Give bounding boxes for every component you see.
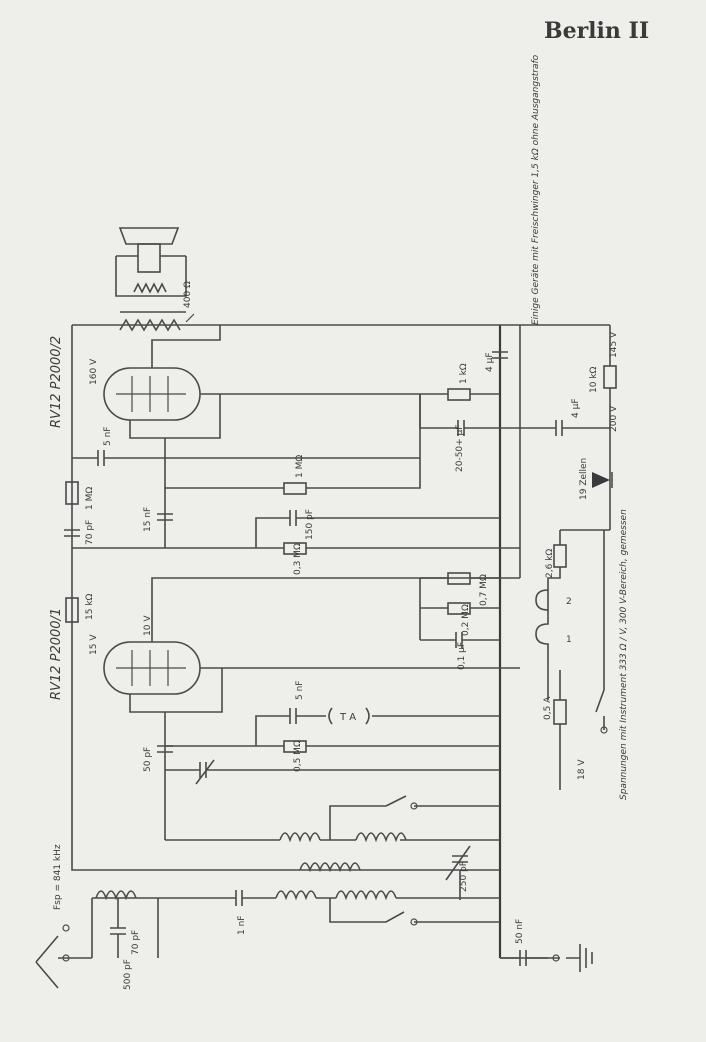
r-1m-mid (283, 482, 307, 495)
power-switch (595, 530, 605, 730)
c-50nf-label: 50 nF (515, 919, 525, 944)
r-15k-label: 15 kΩ (85, 593, 95, 620)
input-tube-label: RV12 P2000/1 (49, 608, 64, 700)
c-50nf (500, 950, 548, 966)
wave-switch (329, 898, 500, 923)
r-400-label: 400 Ω (183, 281, 193, 308)
heater-1 (535, 610, 549, 660)
antenna-coil (95, 890, 137, 901)
c-5nf-bot (255, 708, 326, 746)
r-1k (447, 388, 471, 401)
c-70pf-label: 70 pF (85, 520, 95, 545)
c-70pf (64, 529, 80, 537)
c-4uf-mid (500, 420, 610, 436)
c-150pf-label: 150 pF (305, 509, 315, 540)
antenna-coils (275, 890, 500, 901)
c-50pf-label: 50 pF (143, 747, 153, 772)
reaction-switch (329, 795, 500, 840)
v145-label: 145 V (609, 331, 619, 358)
c-01-label: 0,1 µF (457, 642, 467, 670)
r-1k-label: 1 kΩ (459, 363, 469, 384)
r-1m-top-label: 1 MΩ (85, 487, 95, 510)
r-03-label: 0,3 MΩ (293, 543, 303, 575)
heater-supply (559, 529, 610, 545)
ground-icon (552, 944, 593, 972)
variable-cap-250 (445, 845, 471, 900)
battery-icon (592, 470, 613, 530)
v15-label: 15 V (89, 634, 99, 655)
r-05-label: 0,5 MΩ (293, 740, 303, 772)
c-70pf-ant (110, 898, 126, 958)
some-sets-note: Einige Geräte mit Freischwinger 1,5 kΩ o… (531, 54, 541, 325)
output-tube-icon (103, 325, 420, 439)
c-500pf-label: 500 pF (123, 959, 133, 990)
fsp-label: Fsp = 841 kHz (53, 844, 63, 910)
trimmer-cap (165, 759, 500, 785)
measurement-note: Spannungen mit Instrument 333 Ω / V, 300… (619, 509, 629, 800)
antenna-frame (91, 897, 159, 958)
r-26k-label: 2,6 kΩ (545, 549, 555, 578)
pickup-jack-icon (328, 707, 500, 725)
r-07-label: 0,7 MΩ (479, 574, 489, 606)
switch-contact (600, 726, 608, 734)
c-5nf-top-label: 5 nF (103, 427, 113, 446)
c-1nf (158, 890, 276, 906)
left-lower-wire (71, 620, 500, 871)
r-1m-wire (306, 394, 421, 489)
r-1m-mid-label: 1 MΩ (295, 455, 305, 478)
r-10k (603, 365, 617, 389)
reaction-switch-contact (410, 802, 418, 810)
v200-label: 200 V (609, 405, 619, 432)
reaction-coil-b (355, 832, 407, 843)
input-tube-icon (103, 577, 520, 713)
c-15nf (157, 438, 173, 548)
wave-switch-contact (410, 918, 418, 926)
r-02 (447, 602, 471, 615)
tuning-coil (299, 862, 361, 873)
pickup-label: T A (339, 712, 356, 723)
r-1m-top (65, 481, 79, 505)
reaction-coil-a (279, 832, 321, 843)
fuse-label: 0,5 A (543, 696, 553, 720)
antenna-icon (35, 924, 92, 989)
c-150pf (255, 510, 500, 548)
page-title: Berlin II (544, 18, 650, 44)
c-1nf-label: 1 nF (237, 916, 247, 935)
heater-1-label: 1 (566, 635, 572, 645)
r-15k (65, 597, 79, 623)
c-2050-label: 20-50+ µF (455, 425, 465, 472)
c-50pf (157, 712, 173, 840)
r-02-label: 0,2 MΩ (461, 604, 471, 636)
v160-label: 160 V (89, 358, 99, 385)
c-5nf-bot-label: 5 nF (295, 681, 305, 700)
r-26k (553, 544, 567, 568)
c-01 (420, 632, 500, 648)
output-transformer (119, 311, 195, 332)
speaker-icon (115, 227, 187, 297)
cells-label: 19 Zellen (579, 458, 589, 500)
c-5nf-top (72, 450, 420, 466)
c-70pf-ant-label: 70 pF (131, 930, 141, 955)
r-02-wire (419, 578, 500, 640)
r-07 (447, 572, 471, 585)
heater-2-label: 2 (566, 597, 572, 607)
c-4uf-mid-label: 4 µF (571, 399, 581, 419)
v18-label: 18 V (577, 759, 587, 780)
c-4uf-top-label: 4 µF (485, 353, 495, 373)
v10-label: 10 V (143, 615, 153, 636)
fuse (553, 699, 567, 725)
c-4uf-top (492, 351, 508, 359)
c-250-label: 250 pF (459, 861, 469, 892)
c-15nf-label: 15 nF (143, 507, 153, 532)
output-tube-label: RV12 P2000/2 (49, 336, 64, 428)
r-10k-label: 10 kΩ (589, 366, 599, 393)
c-2050 (419, 394, 500, 436)
